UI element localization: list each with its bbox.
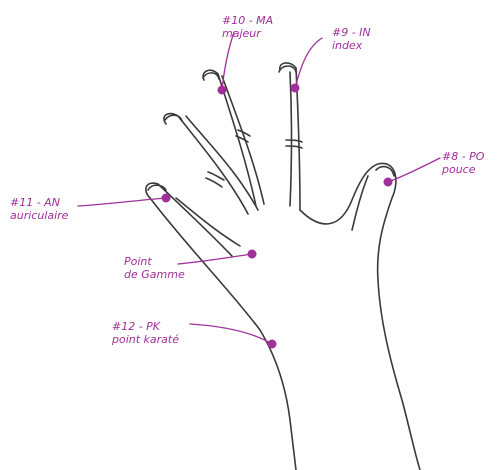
point-marker-in	[291, 84, 300, 93]
label-in-name: index	[332, 39, 371, 52]
label-gamme-name: de Gamme	[124, 268, 185, 281]
label-pk-name: point karaté	[112, 333, 179, 346]
label-po-name: pouce	[442, 163, 484, 176]
label-po-code: #8 - PO	[442, 150, 484, 163]
label-ma: #10 - MA majeur	[222, 14, 273, 40]
point-marker-ma	[218, 86, 227, 95]
label-an: #11 - AN auriculaire	[10, 196, 68, 222]
point-marker-pk	[268, 340, 277, 349]
pinky-finger-inner	[176, 198, 240, 246]
label-pk: #12 - PK point karaté	[112, 320, 179, 346]
label-an-name: auriculaire	[10, 209, 68, 222]
label-ma-code: #10 - MA	[222, 14, 273, 27]
label-in: #9 - IN index	[332, 26, 371, 52]
point-marker-an	[162, 194, 171, 203]
label-gamme: Point de Gamme	[124, 255, 185, 281]
leader-line-pk	[190, 324, 272, 344]
middle-finger-outline	[203, 70, 256, 206]
label-an-code: #11 - AN	[10, 196, 68, 209]
label-po: #8 - PO pouce	[442, 150, 484, 176]
middle-nail	[203, 73, 219, 79]
leader-line-gamme	[178, 254, 252, 264]
index-nail	[279, 66, 296, 72]
label-pk-code: #12 - PK	[112, 320, 179, 333]
label-ma-name: majeur	[222, 27, 273, 40]
palm-thumb-outline	[300, 163, 420, 470]
leader-line-in	[295, 38, 322, 88]
label-gamme-code: Point	[124, 255, 185, 268]
index-finger-inner	[290, 72, 292, 206]
leader-line-po	[388, 158, 440, 182]
thumb-nail	[376, 167, 394, 176]
point-marker-po	[384, 178, 393, 187]
knuckle-crease	[206, 172, 224, 187]
point-marker-gamme	[248, 250, 257, 259]
ring-finger-inner	[186, 116, 258, 210]
label-in-code: #9 - IN	[332, 26, 371, 39]
